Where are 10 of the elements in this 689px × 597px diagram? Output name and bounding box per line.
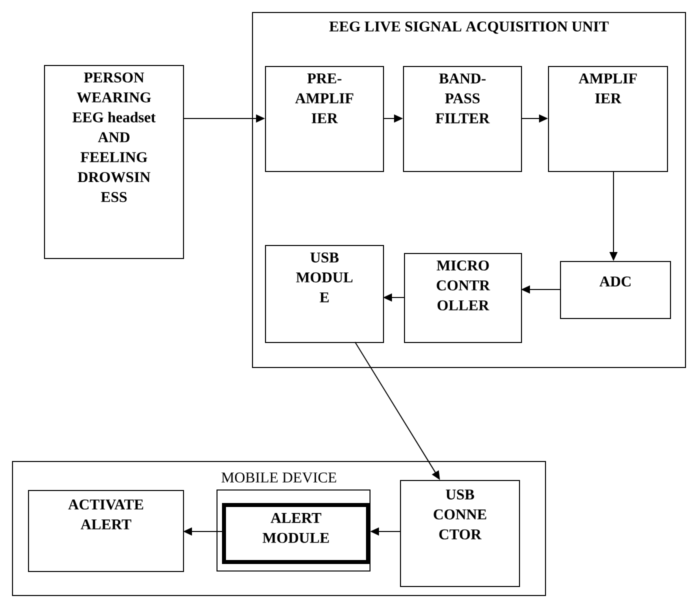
- process-box: BAND- PASS FILTER: [403, 66, 522, 172]
- process-box: PRE- AMPLIF IER: [265, 66, 384, 172]
- process-box: ALERT MODULE: [216, 489, 370, 572]
- process-box: USB CONNE CTOR: [400, 480, 520, 587]
- process-box: MICRO CONTR OLLER: [404, 252, 522, 343]
- process-box: AMPLIF IER: [548, 66, 668, 172]
- process-box: PERSON WEARING EEG headset AND FEELING DROWSIN ESS: [44, 65, 184, 259]
- process-box: ADC: [560, 260, 671, 319]
- process-box: ACTIVATE ALERT: [28, 490, 184, 572]
- process-box: USB MODUL E: [265, 244, 384, 343]
